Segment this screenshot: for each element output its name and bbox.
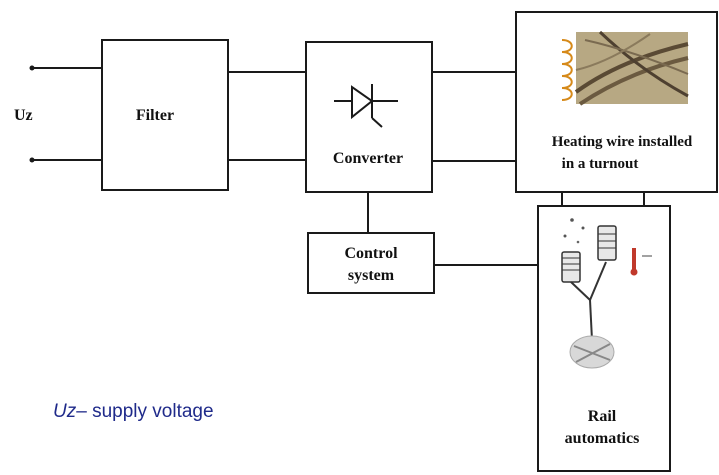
diode-icon [334, 84, 398, 128]
legend: Uz– supply voltage [53, 401, 214, 422]
sensor-illustration [561, 218, 617, 369]
filter-label: Filter [136, 107, 174, 124]
input-voltage-label: Uz [14, 107, 33, 124]
input-terminals [29, 65, 102, 163]
legend-text: – supply voltage [76, 401, 213, 422]
control-system-block [307, 232, 435, 294]
turnout-photo [574, 30, 689, 106]
heating-wire-label-line1: Heating wire installed [552, 134, 693, 150]
heating-coil-icon [561, 39, 573, 101]
thermometer-icon [630, 248, 652, 276]
control-system-label-line1: Control [344, 245, 398, 262]
filter-block [101, 39, 229, 191]
heating-wire-label-line2: in a turnout [562, 156, 639, 172]
converter-block [305, 41, 433, 193]
legend-symbol: Uz [53, 401, 77, 422]
converter-label: Converter [333, 150, 403, 167]
control-system-label-line2: system [348, 267, 395, 284]
rail-automatics-label-line2: automatics [565, 430, 640, 447]
rail-automatics-label-line1: Rail [588, 408, 617, 425]
